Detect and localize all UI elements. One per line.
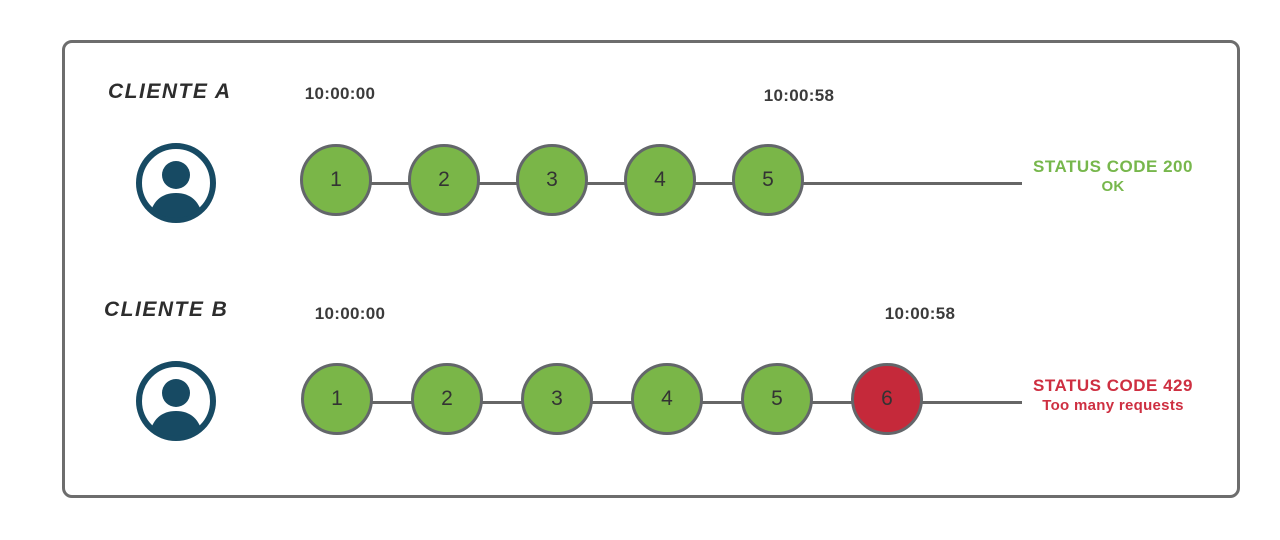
timestamp-a-start: 10:00:00 [304,84,376,103]
request-node: 2 [408,144,480,216]
request-node: 3 [516,144,588,216]
timestamp-b-end: 10:00:58 [884,304,956,323]
request-node: 4 [631,363,703,435]
request-node: 2 [411,363,483,435]
status-b-message: Too many requests [1042,397,1184,415]
request-node: 3 [521,363,593,435]
timestamp-b-start: 10:00:00 [314,304,386,323]
request-node: 6 [851,363,923,435]
request-node: 4 [624,144,696,216]
status-b: STATUS CODE 429 Too many requests [1013,376,1213,416]
status-a: STATUS CODE 200 OK [1023,157,1203,197]
user-icon [135,360,217,442]
status-a-code: STATUS CODE 200 [1033,157,1193,176]
timestamp-a-end: 10:00:58 [763,86,835,105]
request-node: 1 [300,144,372,216]
client-a-label: CLIENTE A [108,80,232,103]
client-b-label: CLIENTE B [104,298,229,321]
status-a-message: OK [1101,178,1125,196]
user-icon [135,142,217,224]
request-node: 1 [301,363,373,435]
request-node: 5 [741,363,813,435]
status-b-code: STATUS CODE 429 [1033,376,1193,395]
request-node: 5 [732,144,804,216]
